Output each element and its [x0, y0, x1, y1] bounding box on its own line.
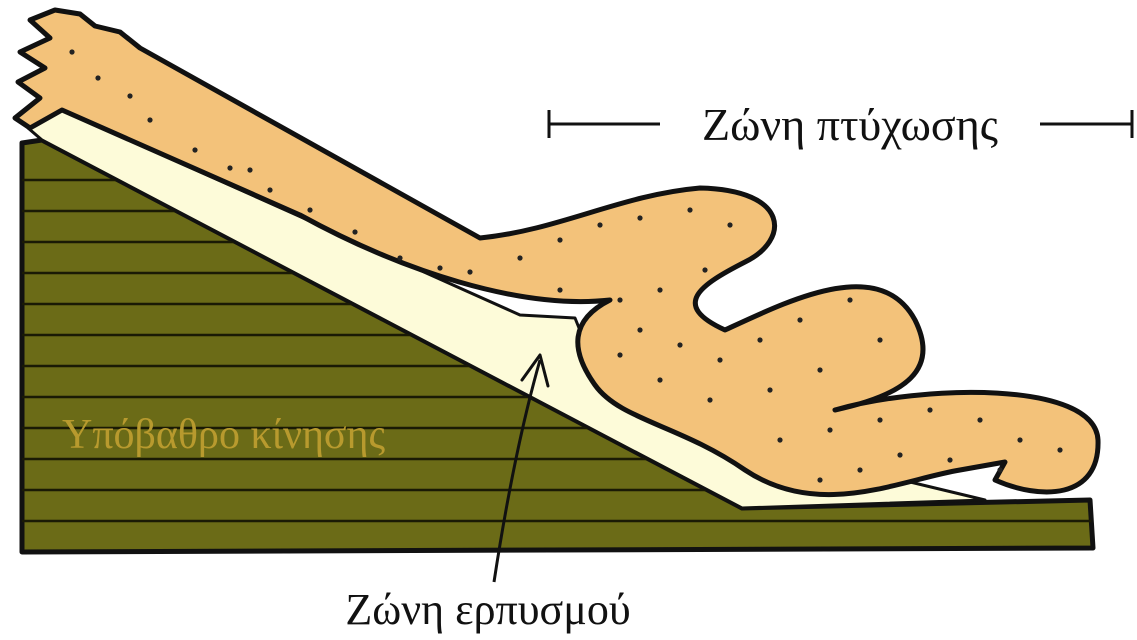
sand-dot	[247, 167, 252, 172]
sand-dot	[797, 317, 802, 322]
sand-dot	[727, 222, 732, 227]
sand-dot	[777, 437, 782, 442]
sand-dot	[947, 457, 952, 462]
sand-dot	[767, 387, 772, 392]
sand-dot	[127, 93, 132, 98]
sand-dot	[657, 287, 662, 292]
sand-dot	[557, 287, 562, 292]
sand-dot	[977, 417, 982, 422]
sand-dot	[617, 297, 622, 302]
sand-dot	[267, 187, 272, 192]
sand-dot	[95, 75, 100, 80]
sand-dot	[847, 297, 852, 302]
sand-dot	[352, 229, 357, 234]
sand-dot	[637, 215, 642, 220]
sand-dot	[517, 255, 522, 260]
sand-dot	[827, 427, 832, 432]
sand-dot	[1017, 437, 1022, 442]
sand-dot	[69, 49, 74, 54]
sand-dot	[707, 397, 712, 402]
sand-dot	[687, 207, 692, 212]
sand-dot	[557, 237, 562, 242]
sand-dot	[437, 265, 442, 270]
sand-dot	[397, 255, 402, 260]
sand-dot	[192, 147, 197, 152]
sand-dot	[657, 377, 662, 382]
fold-zone-label: Ζώνη πτύχωσης	[702, 99, 998, 150]
basement-label: Υπόβαθρο κίνησης	[62, 412, 386, 458]
sand-dot	[897, 452, 902, 457]
sand-dot	[857, 467, 862, 472]
sand-dot	[147, 117, 152, 122]
sand-dot	[877, 337, 882, 342]
sand-dot	[227, 165, 232, 170]
sand-dot	[637, 327, 642, 332]
sand-dot	[927, 407, 932, 412]
sand-dot	[1057, 447, 1062, 452]
sand-dot	[677, 342, 682, 347]
sand-dot	[307, 207, 312, 212]
sand-dot	[757, 337, 762, 342]
sand-dot	[877, 417, 882, 422]
sand-dot	[597, 222, 602, 227]
sand-dot	[467, 269, 472, 274]
sand-dot	[717, 357, 722, 362]
sand-dot	[997, 467, 1002, 472]
sand-dot	[817, 477, 822, 482]
sand-dot	[617, 352, 622, 357]
creep-zone-label: Ζώνη ερπυσμού	[345, 585, 630, 634]
sand-dot	[702, 267, 707, 272]
sand-dot	[817, 367, 822, 372]
